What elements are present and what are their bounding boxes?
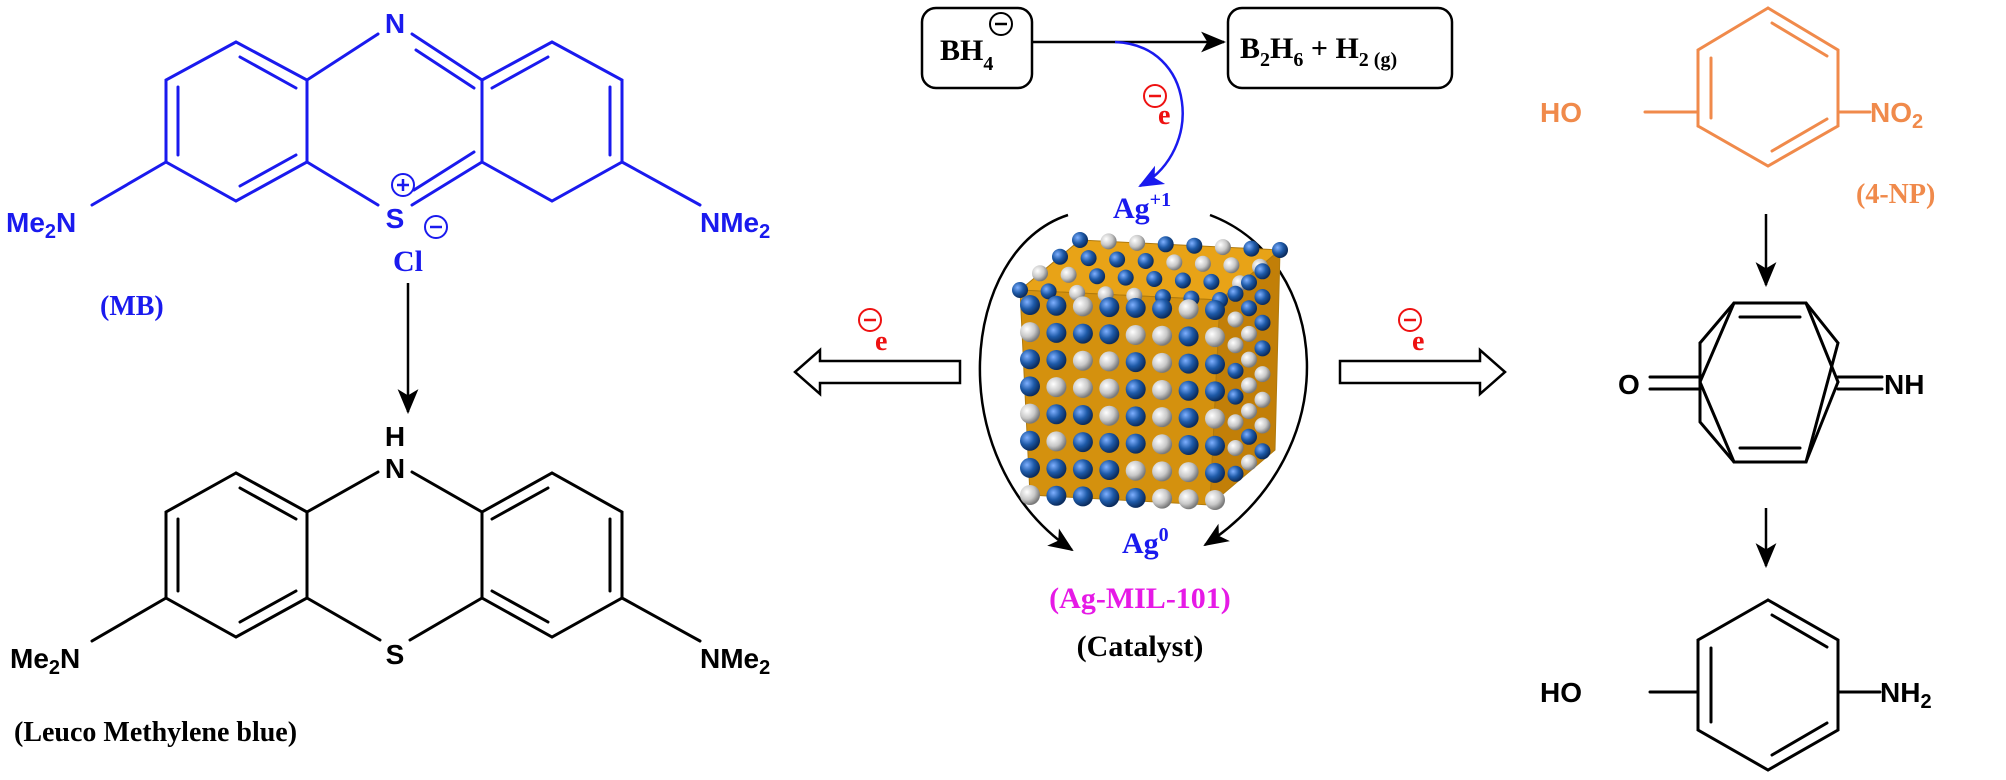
- electron-transfer-arrow: [1114, 40, 1184, 188]
- electron-left: e: [858, 308, 887, 357]
- electron-right: e: [1398, 308, 1424, 357]
- svg-text:NMe2: NMe2: [700, 643, 770, 679]
- 4-nitrophenol-structure: HO NO2 (4-NP): [1540, 6, 1935, 210]
- catalyst-name: (Ag-MIL-101): [1049, 582, 1231, 615]
- mb-nme2-right: NMe2: [700, 207, 770, 243]
- svg-text:Ag+1: Ag+1: [1113, 189, 1171, 225]
- negative-charge-icon: [424, 215, 448, 239]
- np-ho: HO: [1540, 97, 1582, 128]
- left-hollow-arrow: [793, 347, 962, 397]
- svg-text:NMe2: NMe2: [700, 207, 770, 243]
- svg-text:Me2N: Me2N: [6, 207, 76, 243]
- svg-text:e: e: [1158, 100, 1170, 131]
- positive-charge-icon: [391, 173, 415, 197]
- ag-mil-101-cube-image: [1012, 232, 1288, 510]
- quinone-ring: O NH: [1618, 301, 1924, 464]
- np-no2: NO2: [1870, 97, 1923, 133]
- ap-nh2: NH2: [1880, 677, 1932, 713]
- svg-text:e: e: [875, 326, 887, 357]
- svg-text:BH4: BH4: [940, 34, 993, 75]
- chloride-ion: Cl: [393, 245, 423, 278]
- svg-text:e: e: [1412, 326, 1424, 357]
- catalyst-role: (Catalyst): [1077, 630, 1204, 663]
- leuco-methylene-blue-structure: H N S Me2N NMe2 (Leuco Methylene blue): [10, 421, 770, 748]
- mb-s-atom: S: [386, 203, 405, 234]
- svg-text:NO2: NO2: [1870, 97, 1923, 133]
- mb-n-atom: N: [385, 8, 405, 39]
- ag-plus-label: Ag+1: [1113, 189, 1171, 225]
- quinone-o: O: [1618, 369, 1640, 400]
- ap-ho: HO: [1540, 677, 1582, 708]
- cycle-left-arrow: [978, 213, 1074, 552]
- mb-label: (MB): [100, 291, 164, 322]
- np-label: (4-NP): [1856, 179, 1935, 210]
- quinone-nh: NH: [1884, 369, 1924, 400]
- svg-text:NH2: NH2: [1880, 677, 1932, 713]
- svg-text:Ag0: Ag0: [1122, 524, 1169, 560]
- leuco-nme2-right: NMe2: [700, 643, 770, 679]
- leuco-me2n-left: Me2N: [10, 643, 80, 679]
- borohydride-box: BH4: [920, 6, 1034, 90]
- svg-text:B2H6 + H2 (g): B2H6 + H2 (g): [1240, 32, 1397, 71]
- leuco-s-atom: S: [386, 639, 405, 670]
- quinone-imine-structure: [1698, 301, 1840, 464]
- right-hollow-arrow: [1338, 347, 1507, 397]
- 4-aminophenol-structure: HO NH2: [1540, 598, 1932, 772]
- electron-top: e: [1143, 84, 1170, 131]
- ag-zero-label: Ag0: [1122, 524, 1169, 560]
- products-box: B2H6 + H2 (g): [1226, 6, 1454, 90]
- negative-charge-icon: [989, 12, 1013, 36]
- leuco-n-atom: N: [385, 453, 405, 484]
- leuco-label: (Leuco Methylene blue): [14, 717, 297, 748]
- leuco-h-atom: H: [385, 421, 405, 452]
- methylene-blue-structure: N S Me2N NMe2 Cl (MB): [6, 8, 770, 322]
- svg-text:Me2N: Me2N: [10, 643, 80, 679]
- mb-me2n-left: Me2N: [6, 207, 76, 243]
